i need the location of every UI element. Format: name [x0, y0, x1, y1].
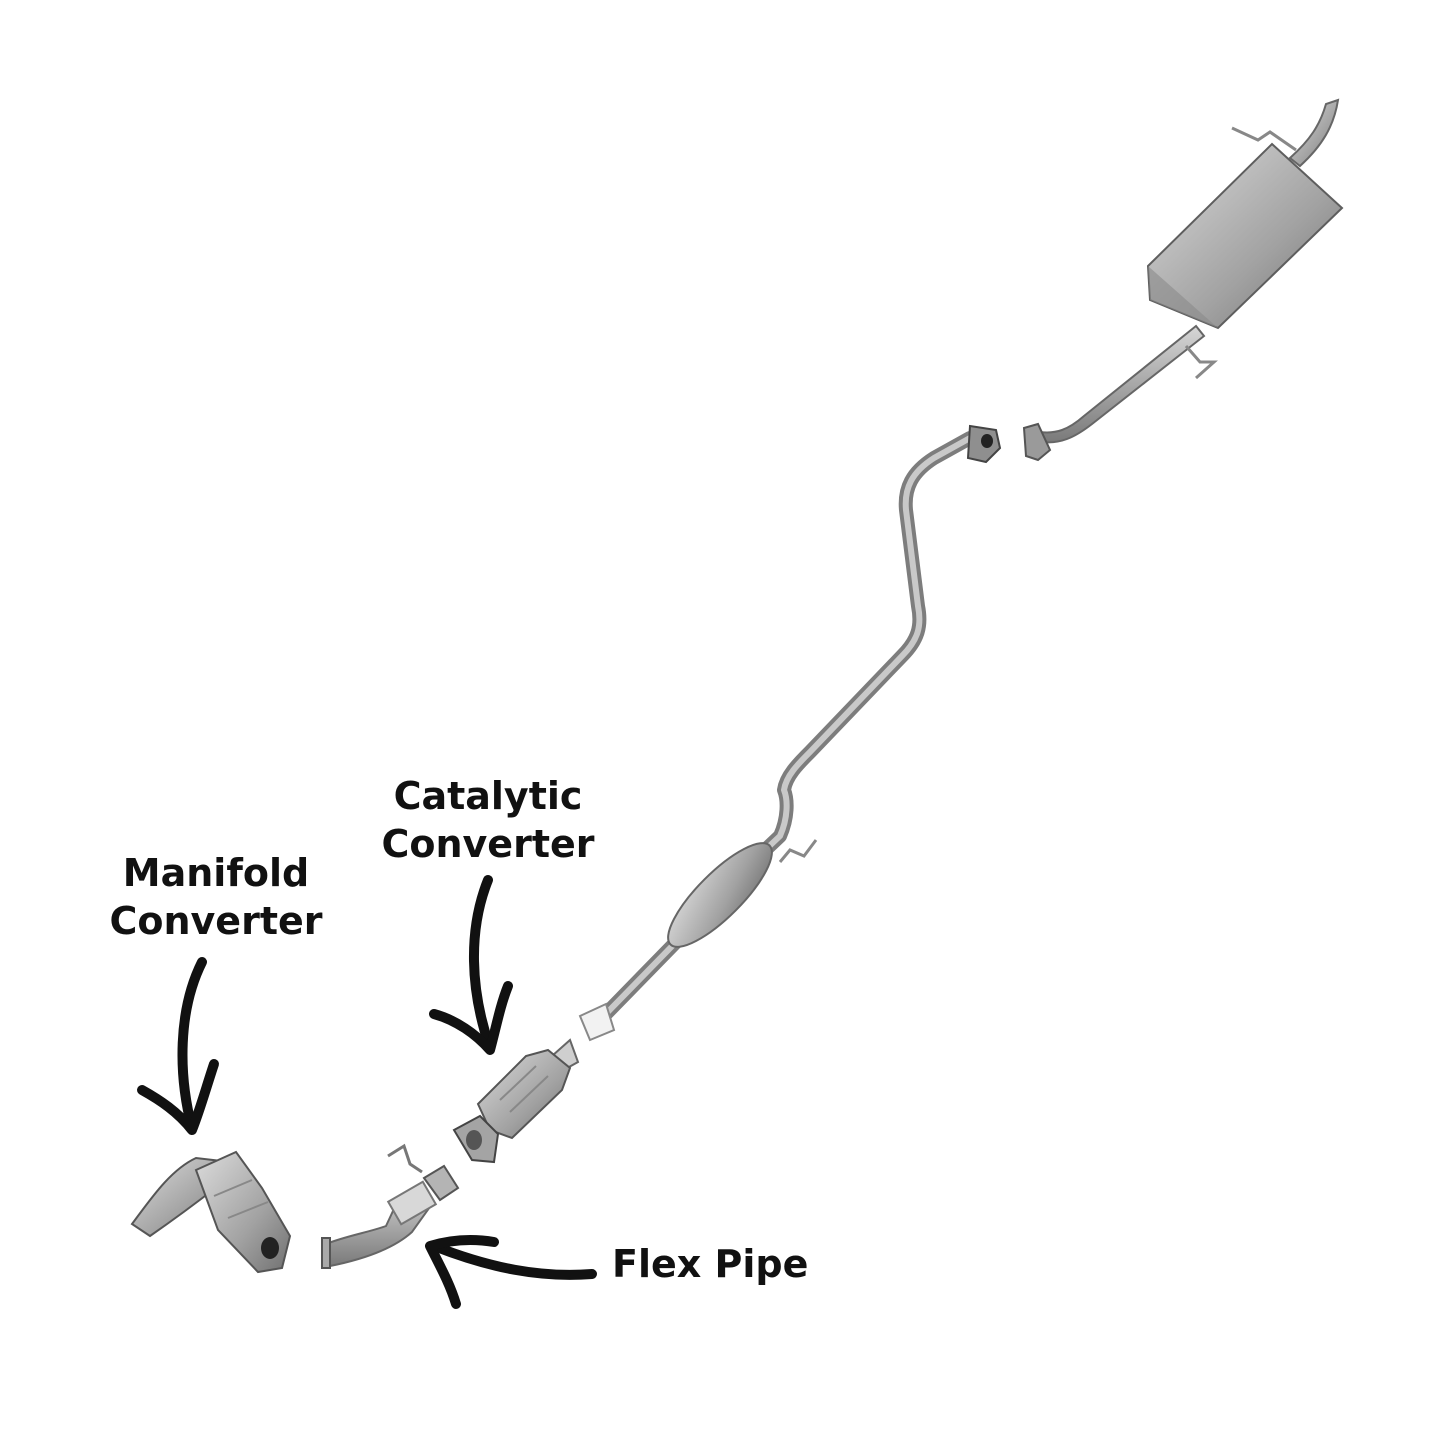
flex-pipe-label: Flex Pipe	[612, 1240, 808, 1288]
manifold-label-line2: Converter	[109, 899, 323, 943]
cat-body	[476, 1048, 572, 1140]
flex-label-text: Flex Pipe	[612, 1242, 809, 1286]
muffler-inlet-pipe	[1038, 324, 1206, 444]
flex-arrow-head	[425, 1234, 499, 1309]
mid-flange-hole	[981, 434, 993, 448]
manifold-seam	[227, 1201, 269, 1219]
manifold-outlet	[261, 1237, 279, 1259]
tailpipe	[1288, 98, 1340, 168]
resonator-hanger	[778, 839, 818, 863]
catalytic-arrow	[469, 875, 495, 1053]
catalytic-label-line1: Catalytic	[393, 774, 583, 818]
muffler-assembly	[1022, 98, 1344, 462]
flex-hanger	[387, 1143, 423, 1174]
cat-inlet-hole	[466, 1130, 482, 1150]
cat-seam	[509, 1075, 549, 1113]
manifold-arrow	[177, 957, 207, 1133]
pipe-highlight	[595, 435, 973, 1025]
flex-arrow	[429, 1241, 597, 1280]
muffler-face	[1148, 266, 1218, 328]
flex-end-cap	[321, 1237, 331, 1269]
catalytic-converter	[452, 1038, 580, 1164]
cat-seam	[499, 1065, 537, 1101]
flex-pipe	[321, 1143, 460, 1269]
catalytic-label-line2: Converter	[381, 822, 595, 866]
flex-flange	[422, 1164, 460, 1202]
manifold-seam	[213, 1179, 253, 1197]
muffler-hanger	[1184, 345, 1218, 380]
front-flange-gasket	[578, 1002, 616, 1042]
manifold-converter	[130, 1150, 292, 1274]
pipe-body	[591, 431, 977, 1029]
muffler	[1146, 142, 1344, 330]
arrows	[137, 875, 597, 1309]
rear-flange	[1022, 422, 1052, 462]
manifold-arrow-head	[137, 1059, 219, 1135]
resonator	[667, 842, 773, 948]
catalytic-converter-label: Catalytic Converter	[368, 772, 608, 868]
intermediate-pipe	[578, 424, 1002, 1042]
manifold-converter-label: Manifold Converter	[96, 849, 336, 945]
flex-bellows	[386, 1180, 438, 1226]
tailpipe-hanger	[1231, 126, 1297, 152]
manifold-label-line1: Manifold	[122, 851, 310, 895]
catalytic-arrow-head	[429, 981, 513, 1055]
